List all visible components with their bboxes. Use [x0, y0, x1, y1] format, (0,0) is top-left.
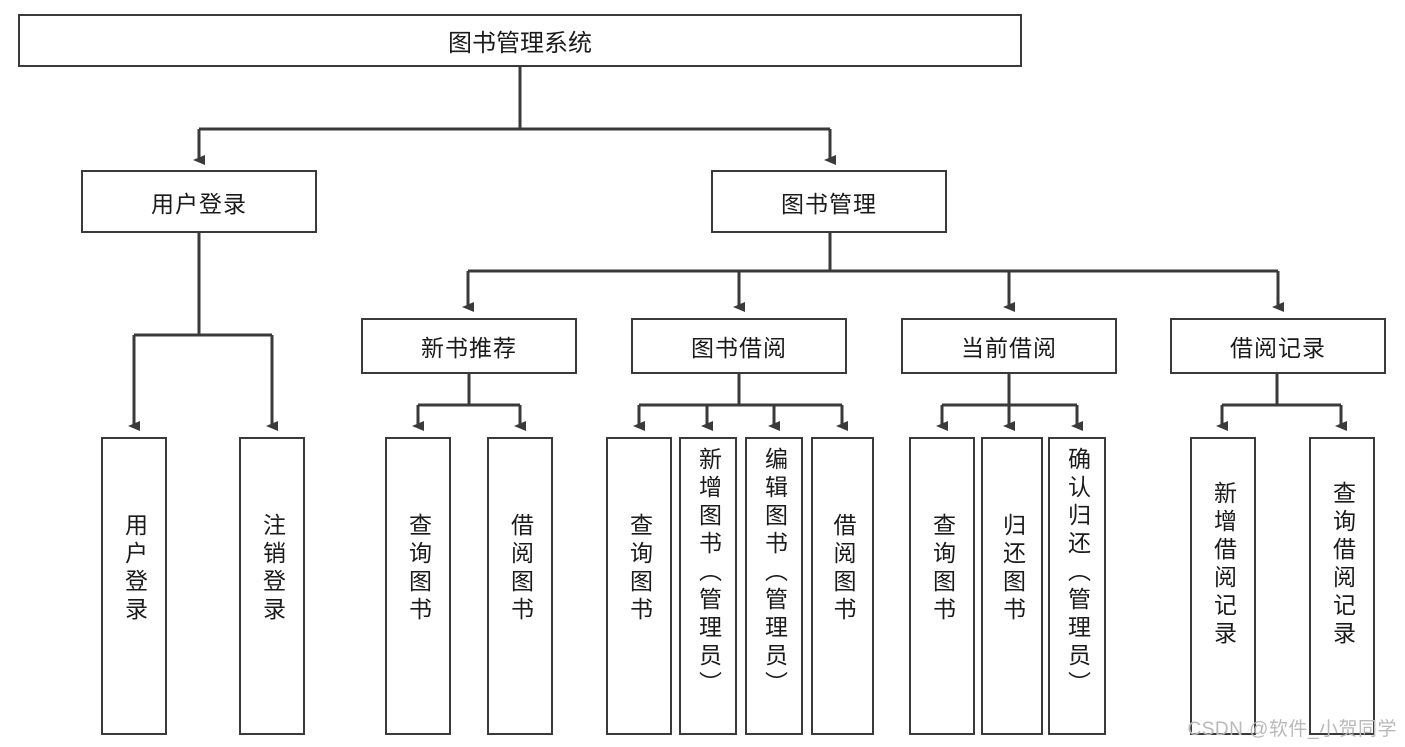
- leaf-current-confirm-return-admin[interactable]: 确认归还（管理员）: [1048, 437, 1106, 735]
- leaf-label: 归还图书: [999, 513, 1026, 625]
- leaf-borrow-add-book-admin[interactable]: 新增图书（管理员）: [679, 437, 737, 735]
- leaf-recommend-query-book[interactable]: 查询图书: [385, 437, 451, 735]
- node-label: 新书推荐: [421, 335, 517, 361]
- leaf-current-return-book[interactable]: 归还图书: [981, 437, 1043, 735]
- leaf-label: 借阅图书: [507, 513, 534, 625]
- node-label: 借阅记录: [1230, 335, 1326, 361]
- leaf-label: 查询图书: [405, 513, 432, 625]
- leaf-records-query-record[interactable]: 查询借阅记录: [1309, 437, 1375, 735]
- node-label: 图书管理: [781, 190, 877, 217]
- watermark-text: CSDN @软件_小贺同学: [1187, 719, 1397, 740]
- leaf-label: 注销登录: [259, 513, 286, 625]
- node-borrow-records[interactable]: 借阅记录: [1170, 318, 1386, 374]
- node-current-borrow[interactable]: 当前借阅: [901, 318, 1117, 374]
- leaf-current-query-book[interactable]: 查询图书: [909, 437, 975, 735]
- node-label: 用户登录: [151, 190, 247, 217]
- leaf-label: 查询借阅记录: [1329, 481, 1356, 649]
- node-label: 当前借阅: [961, 335, 1057, 361]
- node-book-borrow[interactable]: 图书借阅: [631, 318, 847, 374]
- leaf-label: 新增借阅记录: [1210, 481, 1237, 649]
- node-user-login[interactable]: 用户登录: [81, 170, 317, 233]
- leaf-label: 查询图书: [626, 513, 653, 625]
- node-new-book-recommend[interactable]: 新书推荐: [361, 318, 577, 374]
- node-label: 图书借阅: [691, 335, 787, 361]
- leaf-label: 查询图书: [929, 513, 956, 625]
- leaf-user-login-logout[interactable]: 注销登录: [239, 437, 305, 735]
- leaf-recommend-borrow-book[interactable]: 借阅图书: [487, 437, 553, 735]
- leaf-label: 编辑图书（管理员）: [761, 447, 788, 699]
- node-label: 图书管理系统: [448, 30, 592, 57]
- leaf-label: 确认归还（管理员）: [1064, 447, 1091, 699]
- leaf-label: 借阅图书: [830, 513, 856, 625]
- node-book-management[interactable]: 图书管理: [711, 170, 947, 233]
- leaf-borrow-edit-book-admin[interactable]: 编辑图书（管理员）: [745, 437, 803, 735]
- leaf-borrow-borrow-book[interactable]: 借阅图书: [811, 437, 874, 735]
- leaf-label: 新增图书（管理员）: [695, 447, 722, 699]
- leaf-label: 用户登录: [121, 513, 148, 625]
- leaf-records-add-record[interactable]: 新增借阅记录: [1190, 437, 1256, 735]
- leaf-borrow-query-book[interactable]: 查询图书: [606, 437, 672, 735]
- node-root-system[interactable]: 图书管理系统: [18, 14, 1022, 67]
- leaf-user-login-login[interactable]: 用户登录: [101, 437, 167, 735]
